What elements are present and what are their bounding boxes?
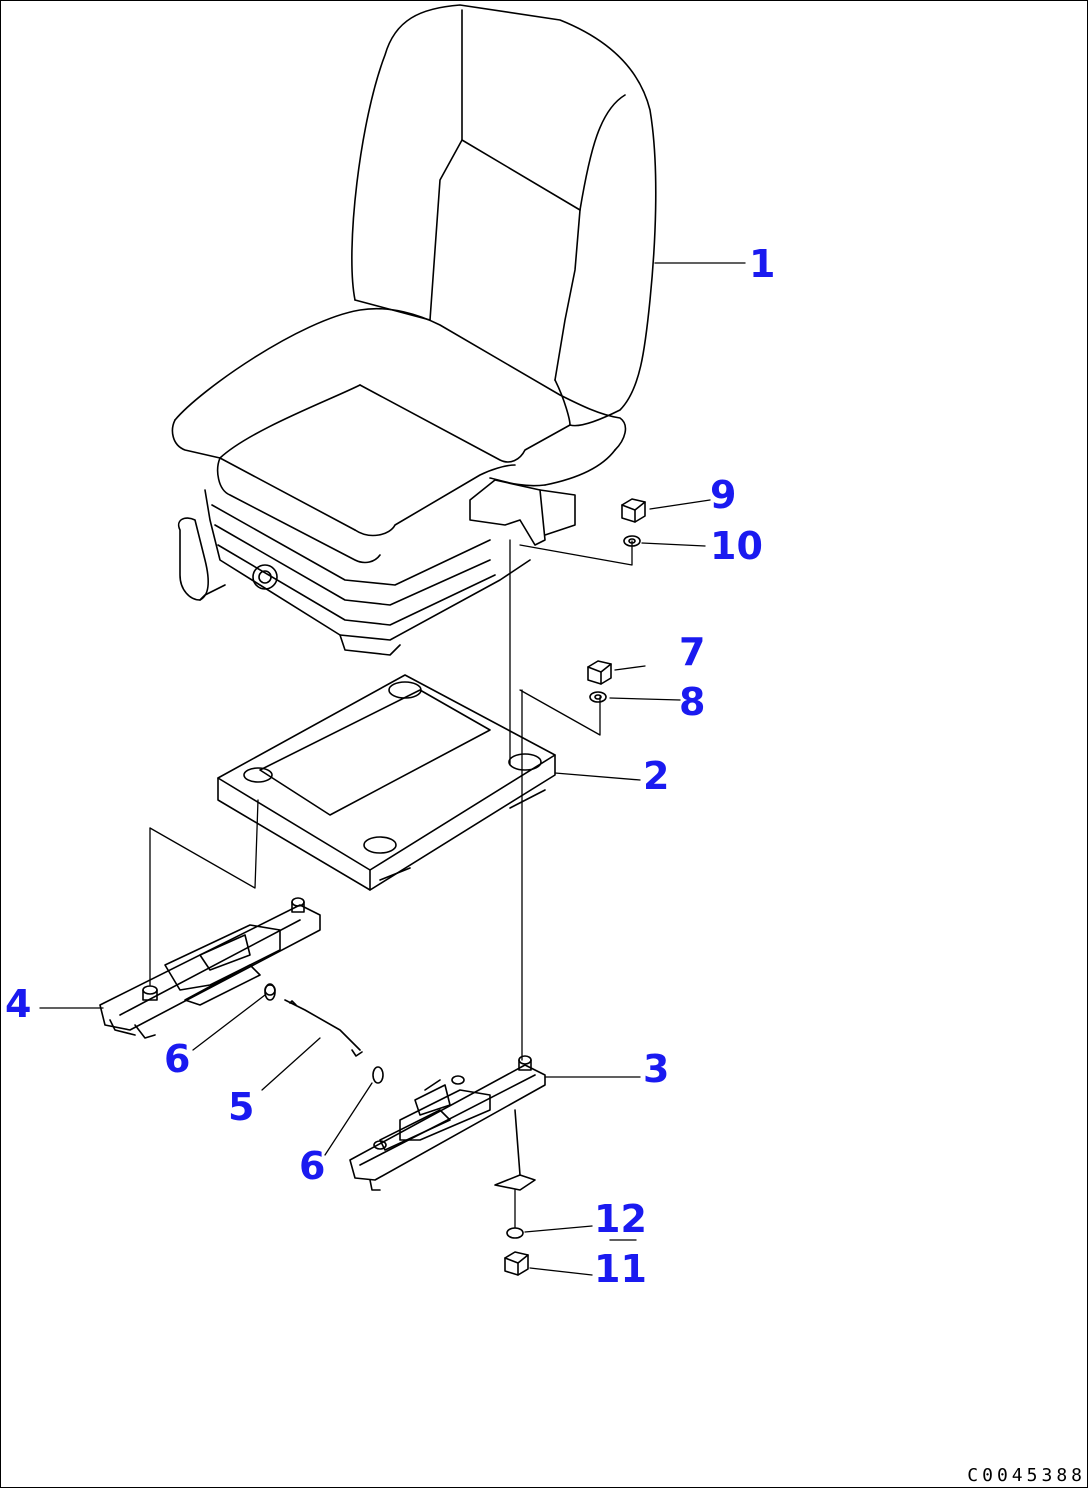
hardware: [264, 498, 646, 1276]
callout-9: 9: [710, 473, 737, 517]
spring: [284, 999, 363, 1057]
callout-7: 7: [679, 630, 706, 674]
seat-assembly: [171, 4, 657, 656]
callout-6-lower: 6: [299, 1144, 326, 1188]
callout-3: 3: [643, 1047, 670, 1091]
seat-plate: [217, 674, 556, 891]
drawing-code: C0045388: [967, 1465, 1086, 1486]
callout-1: 1: [749, 242, 776, 286]
callout-6-upper: 6: [164, 1037, 191, 1081]
callout-12: 12: [594, 1197, 647, 1241]
assembly-lines: [149, 539, 633, 1229]
callout-4: 4: [5, 982, 32, 1026]
callout-11: 11: [594, 1247, 647, 1291]
right-rail: [349, 1055, 546, 1191]
left-rail: [99, 897, 321, 1039]
leader-lines: [39, 262, 746, 1276]
callout-2: 2: [643, 754, 670, 798]
callout-5: 5: [228, 1085, 255, 1129]
callout-10: 10: [710, 524, 763, 568]
callout-8: 8: [679, 680, 706, 724]
